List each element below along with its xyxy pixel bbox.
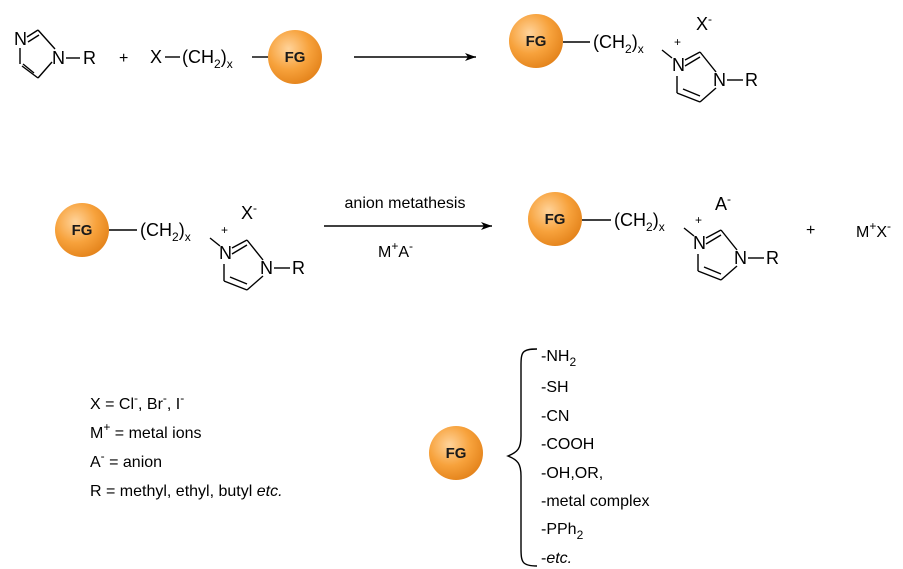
bond (699, 51, 717, 73)
bond (246, 275, 264, 291)
fg-item-etc: -etc. (541, 550, 572, 567)
atom-n1: N (734, 248, 747, 268)
atom-r: R (292, 258, 305, 278)
fg-label: FG (72, 222, 93, 239)
fg-label: FG (526, 33, 547, 50)
counter-anion: A- (715, 192, 731, 214)
fg-ball (429, 426, 483, 480)
arrow-label-top: anion metathesis (345, 195, 466, 212)
definitions-legend: X = Cl-, Br-, I- M+ = metal ions A- = an… (90, 391, 283, 500)
fg-item-nh2: -NH2 (541, 348, 576, 369)
bond (683, 227, 695, 237)
atom-n1: N (260, 258, 273, 278)
legend-a: A- = anion (90, 449, 162, 471)
bond (21, 65, 39, 79)
counter-anion: X- (241, 201, 257, 223)
bond (684, 51, 701, 61)
fg-item-sh: -SH (541, 379, 569, 396)
fg-label: FG (545, 211, 566, 228)
bond (22, 63, 35, 74)
counter-anion: X- (696, 12, 712, 34)
bond (676, 92, 701, 103)
fg-item-cooh: -COOH (541, 436, 594, 453)
fg-item-metal-complex: -metal complex (541, 493, 649, 510)
plus-sign: + (119, 50, 128, 67)
legend-m: M+ = metal ions (90, 420, 202, 442)
ch2-group: (CH2)x (140, 220, 191, 244)
bond (661, 49, 673, 59)
atom-n3: N (14, 29, 27, 49)
bond (231, 244, 248, 255)
fg-item-cn: -CN (541, 408, 569, 425)
atom-r: R (766, 248, 779, 268)
bond (705, 229, 722, 239)
bond (705, 234, 722, 245)
legend-x: X = Cl-, Br-, I- (90, 391, 184, 413)
fg-item-oh-or: -OH,OR, (541, 465, 603, 482)
atom-n3: N (693, 233, 706, 253)
bond (37, 29, 56, 50)
fg-ball (268, 30, 322, 84)
bond (231, 239, 248, 249)
atom-n1: N (713, 70, 726, 90)
bond (697, 270, 722, 281)
bond (682, 88, 701, 97)
bond (720, 229, 738, 251)
byproduct-salt: M+X- (856, 219, 891, 241)
bond (720, 265, 738, 281)
bond (703, 266, 722, 275)
atom-r: R (745, 70, 758, 90)
fg-ball (509, 14, 563, 68)
ch2-group: (CH2)x (182, 47, 233, 71)
fg-ball (528, 192, 582, 246)
atom-r: R (83, 48, 96, 68)
charge-plus: + (674, 35, 681, 49)
fg-ball (55, 203, 109, 257)
bond (246, 239, 264, 261)
atom-n3: N (219, 243, 232, 263)
atom-n1: N (52, 48, 65, 68)
bond (26, 29, 39, 38)
bond (37, 61, 53, 79)
curly-brace (506, 348, 538, 567)
atom-n3: N (672, 55, 685, 75)
bond (229, 276, 248, 285)
fg-item-pph2: -PPh2 (541, 521, 584, 542)
fg-label: FG (285, 49, 306, 66)
plus-sign: + (806, 222, 815, 239)
fg-list: -NH2 -SH -CN -COOH -OH,OR, -metal comple… (541, 348, 649, 567)
arrow-label-bottom: M+A- (378, 239, 413, 261)
bond (209, 237, 221, 247)
charge-plus: + (695, 213, 702, 227)
imidazolium-product: FG (CH2)x + N X- N R (509, 12, 758, 103)
alkyl-halide-reactant: X (CH2)x FG (150, 30, 322, 84)
imidazolium-reactant: FG (CH2)x + N X- N R (55, 201, 305, 291)
fg-label: FG (446, 445, 467, 462)
bond (684, 56, 701, 67)
halide-x: X (150, 47, 162, 67)
ch2-group: (CH2)x (593, 32, 644, 56)
bond (699, 87, 717, 103)
bond (27, 34, 40, 43)
imidazole-reactant: N N R (14, 29, 96, 79)
legend-r: R = methyl, ethyl, butyl etc. (90, 483, 283, 500)
bond (223, 280, 248, 291)
metathesis-product: FG (CH2)x + N A- N R (528, 192, 779, 281)
ch2-group: (CH2)x (614, 210, 665, 234)
charge-plus: + (221, 223, 228, 237)
